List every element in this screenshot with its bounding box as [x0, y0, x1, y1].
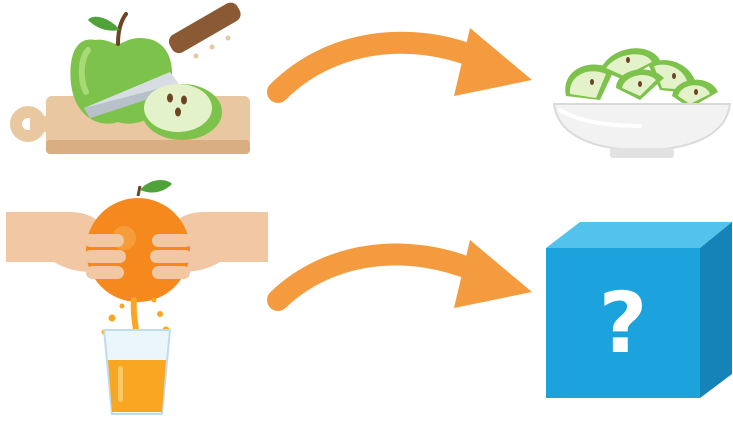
bowl-of-apple-slices — [554, 48, 730, 158]
curved-arrow-right-icon — [278, 240, 532, 308]
juice-glass — [104, 330, 170, 414]
question-mark: ? — [599, 274, 648, 372]
mystery-box: ? — [546, 222, 732, 398]
apple-half — [142, 84, 222, 140]
apple-cutting-illustration — [10, 0, 250, 154]
apple-slices — [565, 48, 718, 108]
orange-squeezing-illustration — [6, 180, 268, 414]
curved-arrow-right-icon — [278, 28, 532, 96]
